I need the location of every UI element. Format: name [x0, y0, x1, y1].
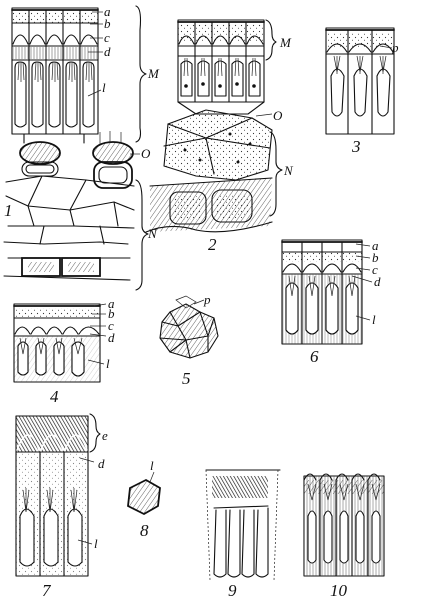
- fig4-label-l: l: [106, 356, 110, 371]
- fig1-label-o: O: [141, 146, 151, 161]
- fig8-number: 8: [140, 521, 149, 540]
- fig9-number: 9: [228, 581, 237, 600]
- fig1-label-d: d: [104, 44, 111, 59]
- fig2-label-o: O: [273, 108, 283, 123]
- fig3-number: 3: [351, 137, 361, 156]
- fig4-label-d: d: [108, 330, 115, 345]
- fig1-label-m: M: [147, 66, 160, 81]
- fig4-number: 4: [50, 387, 59, 406]
- fig5-label-p: p: [203, 292, 211, 307]
- figure-10-labels: 10: [330, 581, 348, 600]
- fig1-label-l: l: [102, 80, 106, 95]
- fig1-label-b: b: [104, 16, 111, 31]
- figure-3: [326, 28, 394, 134]
- figure-8: [128, 472, 160, 514]
- fig6-label-d: d: [374, 274, 381, 289]
- fig7-label-l: l: [94, 536, 98, 551]
- figure-7: [16, 414, 100, 576]
- fig6-label-l: l: [372, 312, 376, 327]
- fig3-label-p: p: [391, 40, 399, 55]
- fig7-label-e: e: [102, 428, 108, 443]
- figure-10: [304, 474, 384, 576]
- fig2-label-m: M: [279, 35, 292, 50]
- figure-6: [282, 240, 372, 344]
- figure-9: [206, 470, 280, 580]
- fig7-number: 7: [42, 581, 52, 600]
- fig2-label-n: N: [283, 163, 294, 178]
- fig2-number: 2: [208, 235, 217, 254]
- figure-4: [14, 304, 106, 382]
- fig5-number: 5: [182, 369, 191, 388]
- figure-3-labels: p 3: [351, 40, 399, 156]
- fig6-number: 6: [310, 347, 319, 366]
- fig1-label-c: c: [104, 30, 110, 45]
- figure-2: [146, 20, 282, 232]
- fig7-label-d: d: [98, 456, 105, 471]
- figure-1: [4, 6, 148, 290]
- fig8-label-l: l: [150, 458, 154, 473]
- figure-9-labels: 9: [228, 581, 237, 600]
- fig1-number: 1: [4, 201, 13, 220]
- fig10-number: 10: [330, 581, 348, 600]
